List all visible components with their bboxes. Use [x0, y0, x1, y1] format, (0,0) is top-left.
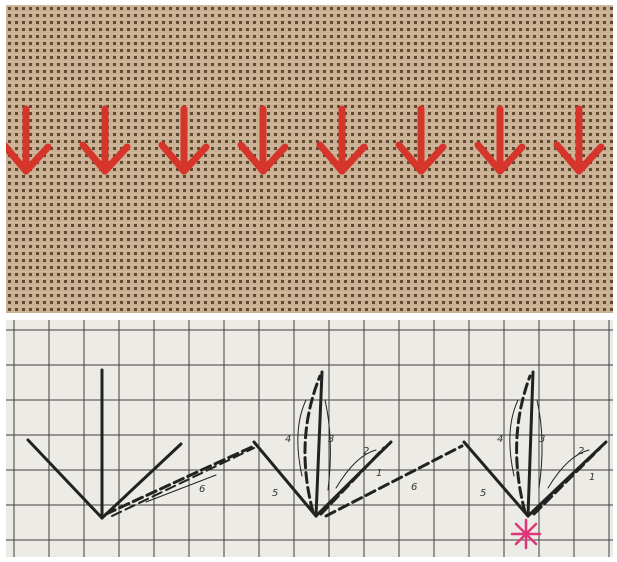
stitch-diagram: 6 4 3 2 1 5 6	[6, 320, 613, 557]
figure-2-thread-3	[335, 449, 377, 489]
figure-3-right-dash	[532, 446, 602, 516]
figure-3-thread-3	[547, 449, 590, 489]
figure-1-thin-thread	[145, 474, 217, 503]
asterisk-marker-icon	[510, 518, 542, 550]
arrow-stitch-icon	[237, 105, 289, 175]
arrow-stitch-icon	[553, 105, 605, 175]
figure-2-left-arm	[252, 440, 318, 518]
figure-1-left-arm	[26, 438, 104, 520]
figure-1-travel-dash	[104, 444, 256, 516]
figure-2	[252, 370, 464, 518]
figure-2-travel-dash	[324, 444, 464, 518]
figure-2-stem-dash	[303, 374, 322, 514]
figure-3	[462, 370, 608, 518]
arrow-stitch-icon	[316, 105, 368, 175]
arrow-stitch-row	[6, 105, 605, 175]
figure-2-thread-2	[324, 399, 331, 491]
fabric-photo	[6, 5, 613, 313]
figure-2-step-2-label: 2	[363, 446, 369, 457]
fabric-photo-canvas	[6, 5, 613, 313]
figure-3-thread-2	[536, 399, 543, 489]
arrow-stitch-icon	[395, 105, 447, 175]
figure-3-step-4-label: 4	[497, 434, 503, 445]
figure-3-center-stem	[526, 370, 535, 518]
figure-2-step-6-label: 6	[411, 482, 417, 493]
figure-3-step-3-label: 3	[539, 434, 545, 445]
figure-1	[26, 368, 256, 520]
arrow-stitch-icon	[6, 105, 52, 175]
figure-1-travel-dash-2	[111, 447, 255, 517]
arrow-stitch-icon	[474, 105, 526, 175]
figure-2-step-1-label: 1	[376, 468, 382, 479]
figure-3-step-5-label: 5	[480, 488, 486, 499]
figure-1-right-arm	[100, 442, 183, 520]
figure-2-center-stem	[314, 370, 324, 518]
arrow-stitch-icon	[158, 105, 210, 175]
figure-3-step-2-label: 2	[578, 446, 584, 457]
figure-2-step-3-label: 3	[328, 434, 334, 445]
figure-3-step-1-label: 1	[589, 472, 595, 483]
figure-1-step-6-label: 6	[199, 484, 205, 495]
figure-2-thread-1	[297, 399, 307, 477]
figure-3-stem-dash	[515, 374, 532, 514]
graph-grid	[6, 320, 613, 557]
figure-2-step-5-label: 5	[272, 488, 278, 499]
figure-2-right-dash	[319, 446, 386, 516]
figure-3-thread-1	[509, 399, 519, 477]
figure-2-step-4-label: 4	[285, 434, 291, 445]
stitch-diagram-canvas: 6 4 3 2 1 5 6	[6, 320, 613, 557]
figure-3-left-arm	[462, 440, 530, 518]
arrow-stitch-icon	[79, 105, 131, 175]
